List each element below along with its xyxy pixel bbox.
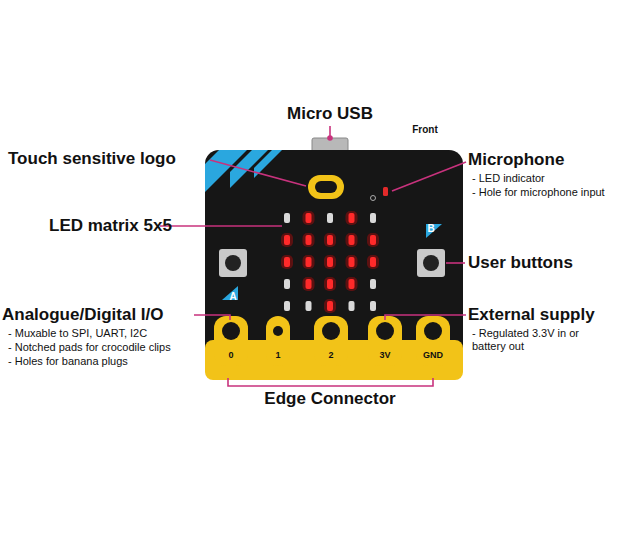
led (327, 213, 333, 223)
pad (266, 316, 290, 366)
button-a (219, 249, 247, 277)
pad (416, 316, 450, 366)
button-letter: A (229, 291, 236, 303)
note: - Hole for microphone input (472, 186, 605, 199)
part-name: Microphone (468, 150, 564, 170)
pin-name: 3V (379, 350, 390, 360)
led (370, 213, 376, 223)
part-name: User buttons (468, 253, 573, 273)
part-name: LED matrix 5x5 (49, 216, 172, 236)
pin-name: GND (423, 350, 443, 360)
led (370, 257, 376, 267)
pad-hole (376, 322, 394, 340)
led (370, 235, 376, 245)
pad-hole (273, 326, 283, 336)
note: - Notched pads for crocodile clips (8, 341, 171, 354)
led (306, 301, 312, 311)
led (284, 257, 290, 267)
led (349, 301, 355, 311)
led (349, 279, 355, 289)
pad (368, 316, 402, 366)
note: - Muxable to SPI, UART, I2C (8, 327, 147, 340)
microphone-led (383, 187, 388, 196)
led (284, 235, 290, 245)
led (327, 257, 333, 267)
pad-hole (222, 322, 240, 340)
button-letter: B (427, 223, 434, 235)
leader-lines (160, 126, 466, 386)
led (370, 301, 376, 311)
led (284, 301, 290, 311)
button-b-marker (426, 224, 442, 238)
note: - Regulated 3.3V in or battery out (472, 327, 602, 352)
board-stripes (205, 150, 282, 192)
button-b (417, 249, 445, 277)
led (327, 235, 333, 245)
led (284, 213, 290, 223)
led (349, 213, 355, 223)
led (306, 235, 312, 245)
part-name: External supply (468, 305, 595, 325)
edge-pads (214, 316, 450, 366)
led-matrix (281, 211, 379, 313)
led (327, 279, 333, 289)
pin-name: 0 (228, 350, 233, 360)
part-name: Edge Connector (264, 389, 395, 409)
touch-logo (308, 175, 344, 199)
pin-name: 2 (328, 350, 333, 360)
part-name: Micro USB (287, 104, 373, 124)
led (306, 257, 312, 267)
part-name: Touch sensitive logo (8, 149, 176, 169)
board (205, 150, 463, 380)
led (349, 235, 355, 245)
led (306, 213, 312, 223)
led (284, 279, 290, 289)
microphone-hole (371, 196, 376, 201)
pin-name: 1 (275, 350, 280, 360)
view-label: Front (412, 124, 438, 136)
note: - Holes for banana plugs (8, 355, 128, 368)
led (327, 301, 333, 311)
pad-hole (322, 322, 340, 340)
pad (214, 316, 248, 366)
part-name: Analogue/Digital I/O (2, 305, 164, 325)
led (349, 257, 355, 267)
led (306, 279, 312, 289)
note: - LED indicator (472, 172, 545, 185)
led (370, 279, 376, 289)
pad-hole (424, 322, 442, 340)
pad (314, 316, 348, 366)
